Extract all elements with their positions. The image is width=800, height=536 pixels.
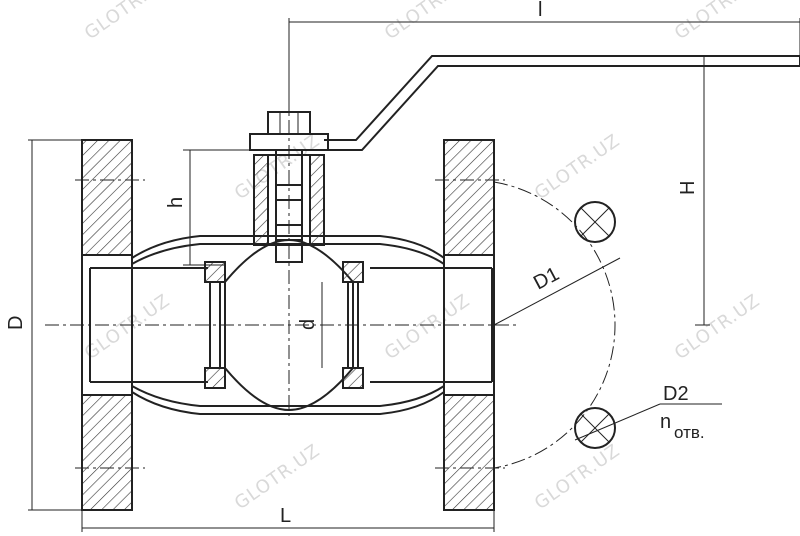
label-hole-count-sub: отв.: [674, 423, 705, 442]
handle: [324, 55, 800, 151]
label-flange-diameter: D: [5, 316, 27, 330]
watermark-1: GLOTR.UZ: [81, 0, 174, 44]
watermark-10: GLOTR.UZ: [531, 440, 624, 514]
bolt-hole-bottom: [574, 407, 616, 449]
pipe-bore: [89, 267, 493, 383]
label-hole-count: n: [660, 411, 671, 433]
label-bore-diameter: d: [297, 319, 319, 330]
label-handle-length: l: [538, 0, 542, 21]
watermark-5: GLOTR.UZ: [531, 130, 624, 204]
label-handle-height: H: [677, 181, 699, 195]
valve-body: [131, 235, 445, 415]
label-bolt-circle: D1: [530, 263, 563, 294]
bolt-circle: [493, 181, 616, 469]
watermark-6: GLOTR.UZ: [81, 290, 174, 364]
bolt-hole-top: [574, 201, 616, 243]
watermark-layer: GLOTR.UZ GLOTR.UZ GLOTR.UZ GLOTR.UZ GLOT…: [81, 0, 764, 514]
left-flange: [81, 139, 133, 511]
watermark-9: GLOTR.UZ: [231, 440, 324, 514]
label-length: L: [280, 505, 291, 527]
right-seat: [342, 261, 364, 389]
stem: [253, 149, 325, 263]
right-flange: [443, 139, 495, 511]
label-stem-height: h: [165, 197, 187, 208]
watermark-7: GLOTR.UZ: [381, 290, 474, 364]
left-seat: [204, 261, 226, 389]
label-hole-diameter: D2: [663, 383, 689, 405]
dimension-lines: [28, 18, 800, 532]
watermark-8: GLOTR.UZ: [671, 290, 764, 364]
